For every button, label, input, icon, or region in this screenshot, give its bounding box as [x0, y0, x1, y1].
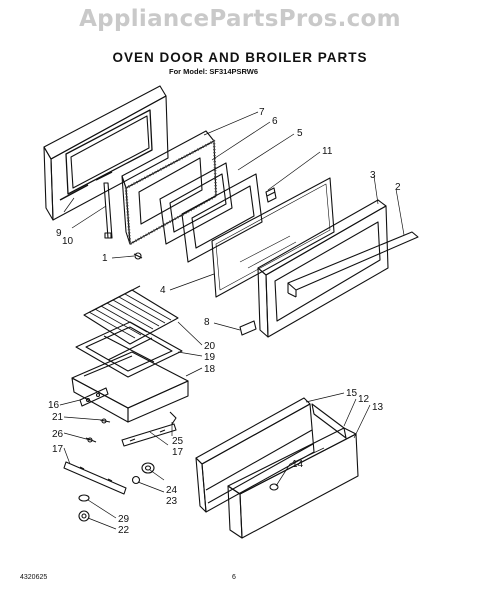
callout-13: 13 [372, 402, 384, 413]
small-screw [85, 437, 97, 443]
outer-glass [211, 177, 335, 298]
callout-3: 3 [370, 170, 376, 181]
callout-17-lower: 17 [52, 444, 64, 455]
drawer-front [195, 397, 315, 513]
drawer-side [311, 403, 347, 439]
broiler-bracket [79, 387, 109, 407]
insulation-frame [159, 162, 233, 245]
callout-20: 20 [204, 341, 216, 352]
callout-8: 8 [204, 317, 210, 328]
callout-29: 29 [118, 514, 130, 525]
hinge-bar [103, 182, 113, 239]
callout-11: 11 [322, 146, 333, 157]
callout-14: 14 [292, 459, 304, 470]
broiler-grid [83, 285, 179, 345]
support-rail-upper [121, 423, 177, 447]
callout-25: 25 [172, 436, 184, 447]
drawer-bottom [227, 427, 359, 539]
broiler-pan-insert [75, 321, 183, 378]
callout-6: 6 [272, 116, 278, 127]
model-line: For Model: SF314PSRW6 [169, 67, 259, 76]
callout-23: 23 [166, 496, 178, 507]
footer-code: 4320625 [20, 574, 48, 581]
door-handle [287, 231, 419, 298]
callout-9: 9 [56, 228, 62, 239]
callout-26: 26 [52, 429, 64, 440]
callout-5: 5 [297, 128, 303, 139]
broiler-pan [71, 351, 189, 423]
door-clip [239, 320, 257, 336]
screw-part [133, 252, 143, 260]
glass-clip [265, 187, 277, 203]
footer-page: 6 [232, 574, 236, 581]
door-gasket [121, 130, 218, 246]
support-rail-lower [63, 461, 127, 495]
callout-1: 1 [102, 253, 108, 264]
callout-19: 19 [204, 352, 216, 363]
bracket-screw [99, 418, 111, 424]
callout-21: 21 [52, 412, 64, 423]
watermark: AppliancePartsPros.com [79, 6, 401, 32]
outer-door [257, 199, 389, 338]
inner-glass-frame [181, 173, 263, 263]
callout-22: 22 [118, 525, 130, 536]
pan-clip [169, 411, 177, 425]
roller [131, 462, 155, 485]
diagram-title: OVEN DOOR AND BROILER PARTS [112, 50, 368, 65]
callout-24: 24 [166, 485, 178, 496]
callout-2: 2 [395, 182, 401, 193]
callout-7: 7 [259, 107, 265, 118]
inner-door-panel [43, 85, 169, 221]
callout-4: 4 [160, 285, 166, 296]
roller-lower [78, 494, 90, 522]
callout-16: 16 [48, 400, 60, 411]
callout-18: 18 [204, 364, 216, 375]
callout-15: 15 [346, 388, 358, 399]
callout-17-upper: 17 [172, 447, 184, 458]
callout-10: 10 [62, 236, 74, 247]
callout-12: 12 [358, 394, 370, 405]
